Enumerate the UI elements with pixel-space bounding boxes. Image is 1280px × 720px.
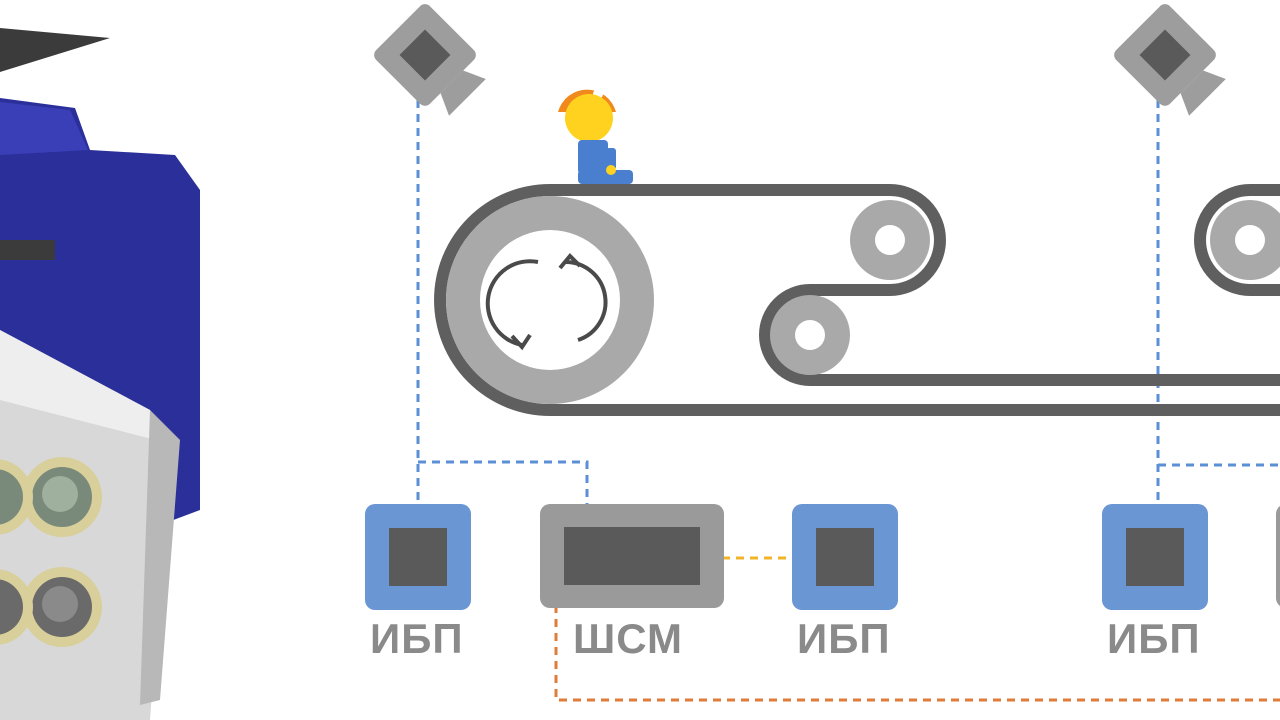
camera-housing-top <box>0 330 175 445</box>
ups-1-label: ИБП <box>370 615 464 662</box>
multi-lens-camera-device <box>0 28 200 720</box>
lens-4 <box>0 569 33 645</box>
drive-pulley-hub <box>480 230 620 370</box>
lens-3 <box>0 459 33 535</box>
mount-top-plate <box>0 28 110 72</box>
mount-joint <box>0 240 55 260</box>
cabinet-block-offscreen <box>1276 506 1280 606</box>
worker-icon <box>558 89 633 184</box>
cabinet-label: ШСМ <box>573 615 683 662</box>
pan-tilt-highlight <box>0 102 88 155</box>
signal-lines <box>416 100 1280 505</box>
belt-2-loop <box>1194 184 1280 296</box>
camera-icon <box>374 4 486 116</box>
belt-upper <box>550 184 1280 386</box>
ups-3-label: ИБП <box>1107 615 1201 662</box>
signal-line-ups-to-cabinet <box>418 460 589 505</box>
ups-1-block <box>365 504 471 610</box>
lens-2 <box>22 567 102 647</box>
belt-lower <box>434 184 1280 416</box>
ups-3-block <box>1102 504 1208 610</box>
ups-2-label: ИБП <box>797 615 891 662</box>
cabinet-block <box>540 504 724 608</box>
rotation-icon <box>485 253 608 351</box>
ups-2-block <box>792 504 898 610</box>
conveyor-belt-1 <box>434 184 1280 416</box>
lens-1 <box>22 457 102 537</box>
camera-housing-side <box>140 410 180 705</box>
network-line <box>554 605 1280 702</box>
conveyor-belt-2 <box>1194 184 1280 296</box>
camera-icon <box>1114 4 1226 116</box>
